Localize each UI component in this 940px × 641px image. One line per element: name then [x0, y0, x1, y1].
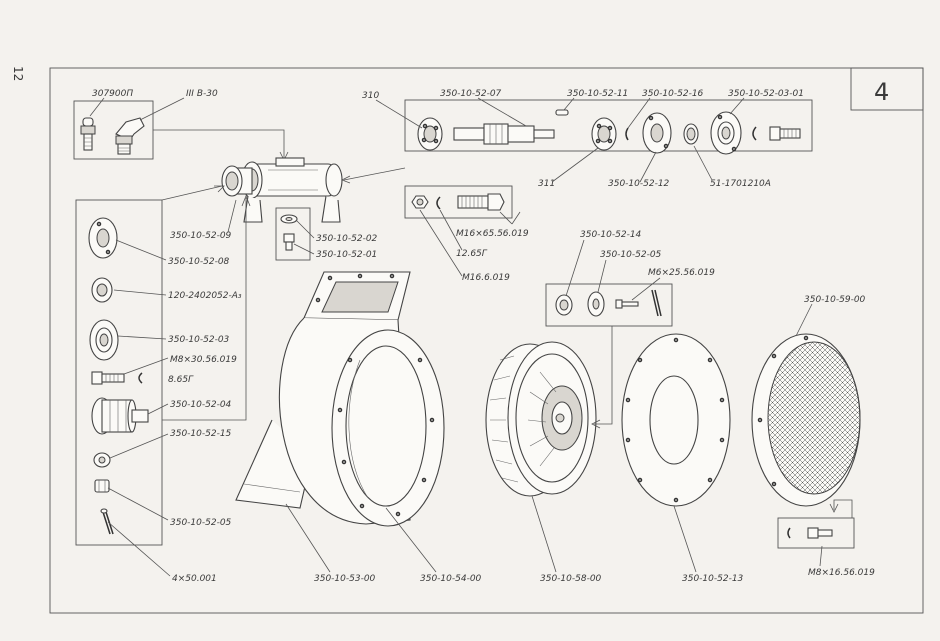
label-311: 311 [538, 179, 555, 189]
part-05-castle-nut [94, 479, 110, 493]
label-350-10-58-00: 350-10-58-00 [540, 574, 602, 584]
label-51-1701210a: 51-1701210А [710, 179, 771, 189]
drawing-frame [49, 67, 924, 614]
nut-m16 [411, 195, 429, 209]
figure-number-box: 4 [850, 67, 924, 111]
page-number: 12 [11, 66, 25, 81]
label-350-10-52-16: 350-10-52-16 [642, 89, 704, 99]
label-350-10-52-09: 350-10-52-09 [170, 231, 232, 241]
label-m8x30: М8×30.56.019 [170, 355, 237, 365]
label-350-10-52-07: 350-10-52-07 [440, 89, 502, 99]
label-310: 310 [362, 91, 379, 101]
grease-nipple-straight [80, 117, 96, 151]
label-m16-6-019: М16.6.019 [462, 273, 510, 283]
part-08-flange [88, 217, 118, 259]
label-350-10-52-11: 350-10-52-11 [567, 89, 628, 99]
fan-impeller [485, 341, 597, 497]
label-m6x25: М6×25.56.019 [648, 268, 715, 278]
shaft-key [555, 109, 569, 116]
bearing-310 [417, 117, 443, 151]
label-350-10-52-04: 350-10-52-04 [170, 400, 232, 410]
label-350-10-52-03-01: 350-10-52-03-01 [728, 89, 804, 99]
fan-shaft [453, 123, 555, 145]
grease-nipple-group: 307900П III В-30 [73, 89, 218, 160]
label-307900p: 307900П [92, 89, 133, 99]
label-350-10-52-05: 350-10-52-05 [600, 250, 662, 260]
label-12-65g: 12.65Г [456, 249, 488, 259]
bolt-m16x65 [457, 193, 505, 211]
fan-volute-housing [235, 271, 445, 527]
label-4x50: 4×50.001 [172, 574, 217, 584]
mounting-bolt-group: М16×65.56.019 12.65Г М16.6.019 [404, 185, 529, 283]
label-350-10-52-05-left: 350-10-52-05 [170, 518, 232, 528]
end-bolt [769, 126, 801, 141]
label-350-10-52-08: 350-10-52-08 [168, 257, 230, 267]
label-m8x16: М8×16.56.019 [808, 568, 875, 578]
label-350-10-52-12: 350-10-52-12 [608, 179, 670, 189]
mesh-screw-group: М8×16.56.019 [777, 499, 875, 578]
hub-cotter-pin [651, 289, 662, 317]
label-350-10-53-00: 350-10-53-00 [314, 574, 376, 584]
spacer-ring [625, 127, 629, 141]
hub-washer [587, 291, 605, 317]
label-350-10-52-02: 350-10-52-02 [316, 234, 378, 244]
label-350-10-52-01: 350-10-52-01 [316, 250, 377, 260]
label-350-10-52-03: 350-10-52-03 [168, 335, 230, 345]
label-3v30: III В-30 [186, 89, 218, 99]
part-03-cover [89, 319, 119, 361]
oil-seal [683, 123, 699, 145]
inlet-ring [621, 333, 731, 507]
protective-mesh-grille [751, 333, 861, 507]
washer-8-65g [138, 372, 143, 384]
bearing-311 [591, 117, 617, 151]
housing-plug-group: 350-10-52-02 350-10-52-01 [275, 207, 378, 261]
label-120-2402052: 120-2402052-А₃ [168, 291, 242, 301]
bolt-m6x25 [615, 299, 639, 309]
label-350-10-59-00: 350-10-59-00 [804, 295, 866, 305]
shaft-components-group: 310 350-10-52-07 350-10-52-11 350-10-52-… [362, 89, 813, 189]
part-15-nut [93, 452, 111, 468]
bearing-cover-12 [642, 112, 672, 154]
washer-12-65g [436, 196, 441, 210]
label-8-65g: 8.65Г [168, 375, 194, 385]
left-parts-column: 350-10-52-09 350-10-52-08 120-2402052-А₃… [75, 185, 251, 584]
bearing-housing [221, 157, 343, 223]
part-04-sleeve [91, 397, 149, 435]
bolt-m8x30 [91, 371, 125, 385]
label-m16x65: М16×65.56.019 [456, 229, 529, 239]
label-350-10-54-00: 350-10-54-00 [420, 574, 482, 584]
figure-number: 4 [874, 78, 889, 106]
bearing-cover-03-01 [710, 111, 742, 155]
label-350-10-52-13: 350-10-52-13 [682, 574, 744, 584]
label-350-10-52-14: 350-10-52-14 [580, 230, 642, 240]
label-350-10-52-15: 350-10-52-15 [170, 429, 232, 439]
cotter-pin [100, 508, 114, 535]
part-cup-seal [91, 277, 113, 303]
grease-nipple-angled [115, 117, 145, 155]
hub-nut [555, 294, 573, 316]
lock-washer [752, 126, 757, 141]
impeller-hub-group: 350-10-52-14 350-10-52-05 М6×25.56.019 [545, 230, 715, 429]
